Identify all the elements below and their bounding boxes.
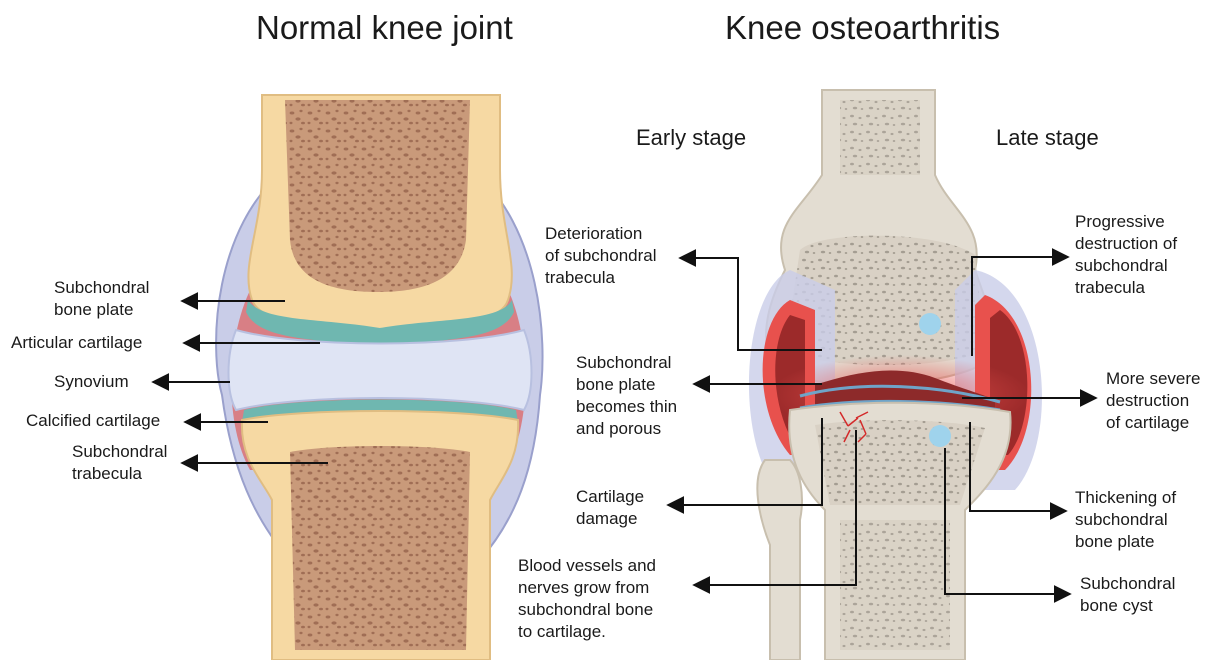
cyst-upper xyxy=(919,313,941,335)
title-knee-osteoarthritis: Knee osteoarthritis xyxy=(725,8,1000,48)
oa-fibula xyxy=(757,460,802,660)
subtitle-early-stage: Early stage xyxy=(636,124,746,152)
label-more-severe: More severe destruction of cartilage xyxy=(1106,368,1200,434)
label-vessels-nerves: Blood vessels and nerves grow from subch… xyxy=(518,555,656,643)
normal-knee-illustration xyxy=(216,95,542,660)
label-cartilage-damage: Cartilage damage xyxy=(576,486,644,530)
subtitle-late-stage: Late stage xyxy=(996,124,1099,152)
cyst-lower xyxy=(929,425,951,447)
label-subchondral-bone-plate: Subchondral bone plate xyxy=(54,277,149,321)
label-cyst: Subchondral bone cyst xyxy=(1080,573,1175,617)
label-deterioration: Deterioration of subchondral trabecula xyxy=(545,223,657,289)
label-synovium: Synovium xyxy=(54,371,129,393)
oa-knee-illustration xyxy=(749,90,1042,660)
label-thickening: Thickening of subchondral bone plate xyxy=(1075,487,1176,553)
label-articular-cartilage: Articular cartilage xyxy=(11,332,142,354)
label-progressive-destruction: Progressive destruction of subchondral t… xyxy=(1075,211,1177,299)
title-normal-knee: Normal knee joint xyxy=(256,8,513,48)
label-subchondral-trabecula: Subchondral trabecula xyxy=(72,441,167,485)
label-thin-porous: Subchondral bone plate becomes thin and … xyxy=(576,352,677,440)
label-calcified-cartilage: Calcified cartilage xyxy=(26,410,160,432)
